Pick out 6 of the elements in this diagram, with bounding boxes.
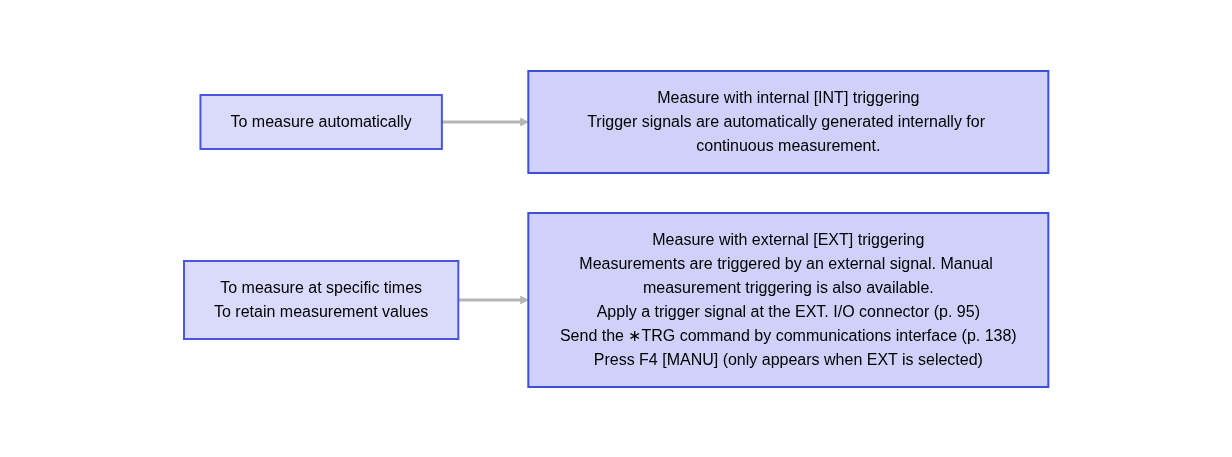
node-box: Measure with internal [INT] triggering Trigger signals are automatically generated internally for continuous measurement.: [527, 69, 1050, 174]
arrow: [441, 117, 529, 126]
node-box: To measure automatically: [199, 93, 443, 150]
node-box: Measure with external [EXT] triggering Measurements are triggered by an external signal. Manual measurement triggering is also available. Apply a trigger signal at the EXT. I/O connector (p. 95) Send the ∗TRG command by communications interface (p. 138) Press F4 [MANU] (only appears when EXT is selected): [527, 211, 1050, 388]
arrow: [458, 295, 529, 304]
node-box: To measure at specific times To retain measurement values: [182, 259, 460, 340]
